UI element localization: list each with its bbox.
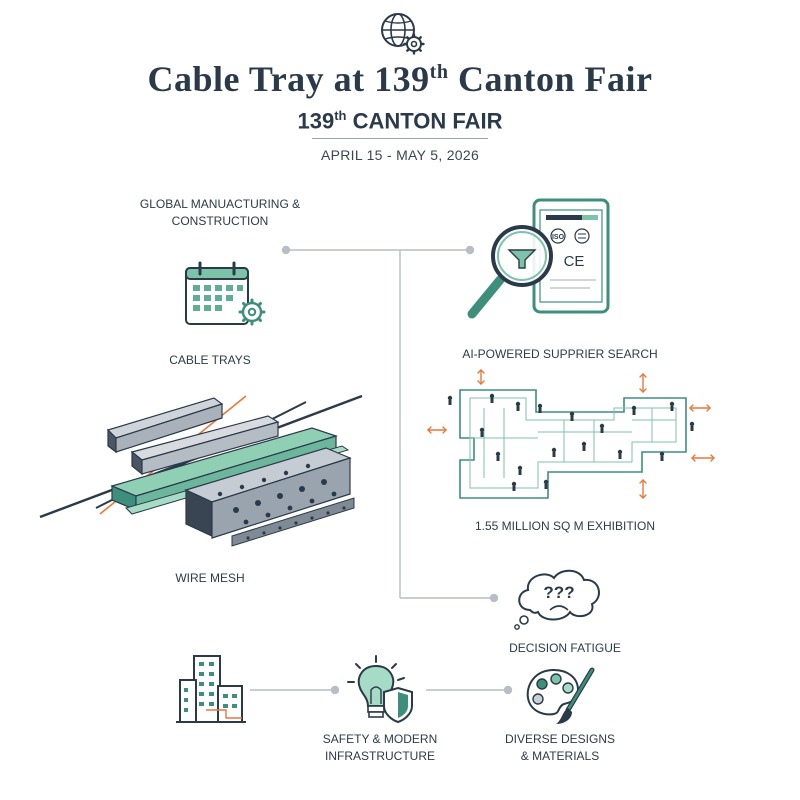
calendar-gear-icon (182, 260, 272, 330)
safety-infrastructure-label: SAFETY & MODERN INFRASTRUCTURE (322, 732, 438, 763)
exhibition-size-label: 1.55 MILLION SQ M EXHIBITION (474, 519, 656, 533)
buildings-icon (176, 650, 248, 726)
page-title: Cable Tray at 139th Canton Fair (147, 59, 653, 99)
tablet-magnifier-icon: ISO CE (462, 198, 612, 326)
exhibition-floorplan-icon (424, 368, 718, 502)
date-divider (312, 138, 488, 139)
decision-fatigue-label: DECISION FATIGUE (509, 641, 621, 655)
event-date: APRIL 15 - MAY 5, 2026 (320, 147, 480, 163)
ai-supplier-search-label: AI-POWERED SUPPRIER SEARCH (462, 347, 658, 361)
thought-bubble-icon: ??? (512, 566, 606, 630)
svg-text:???: ??? (543, 583, 574, 602)
cable-trays-label: CABLE TRAYS (169, 353, 251, 367)
page-subtitle: 139th CANTON FAIR (297, 108, 503, 134)
diverse-designs-label: DIVERSE DESIGNS & MATERIALS (504, 732, 616, 763)
global-manufacturing-label: GLOBAL MANUACTURING & CONSTRUCTION (139, 197, 301, 228)
svg-text:ISO: ISO (552, 234, 565, 241)
globe-gear-icon (378, 10, 428, 58)
cable-tray-illustration (36, 390, 366, 550)
palette-brush-icon (524, 666, 598, 726)
wire-mesh-label: WIRE MESH (175, 571, 245, 585)
svg-text:CE: CE (564, 253, 585, 270)
lightbulb-shield-icon (346, 654, 416, 726)
